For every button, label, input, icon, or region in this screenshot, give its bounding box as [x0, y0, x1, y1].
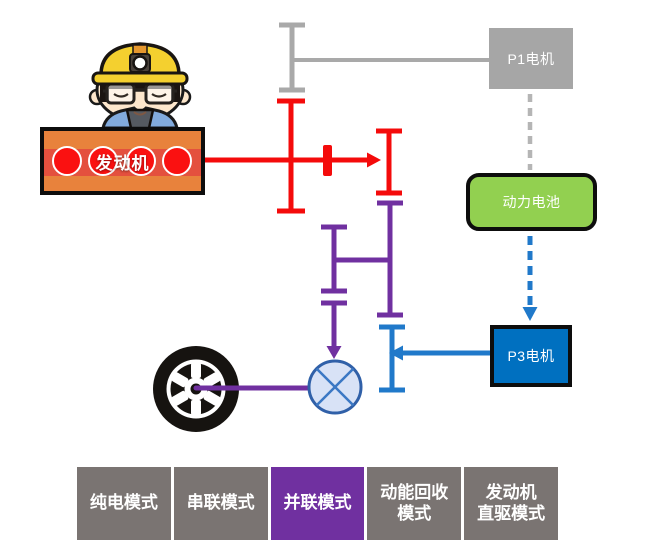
- engine-box: 发动机: [40, 127, 205, 195]
- blue-gear-shaft: [379, 324, 405, 393]
- engine-shaft-1: [277, 98, 305, 214]
- differential-icon: [307, 359, 363, 415]
- engine-power-line: [203, 145, 381, 176]
- p3-motor-label: P3电机: [507, 348, 555, 364]
- tab-energy-recovery-mode[interactable]: 动能回收 模式: [367, 467, 462, 540]
- p3-power-line: [389, 345, 490, 361]
- p1-motor-box: P1电机: [489, 28, 573, 89]
- p1-motor-label: P1电机: [507, 50, 555, 67]
- blue-left-arrowhead-icon: [389, 345, 403, 361]
- red-arrowhead-icon: [367, 152, 381, 168]
- mode-tab-bar: 纯电模式 串联模式 并联模式 动能回收 模式 发动机 直驱模式: [77, 467, 558, 540]
- cylinder-icon: [162, 146, 192, 176]
- p3-motor-box: P3电机: [490, 325, 572, 387]
- head-lamp-icon: [132, 55, 148, 71]
- blue-down-arrowhead-icon: [522, 307, 538, 321]
- cylinder-icon: [88, 146, 119, 176]
- engineer-avatar: [88, 42, 192, 130]
- cylinder-icon: [52, 146, 82, 176]
- cylinder-icon: [125, 146, 156, 176]
- engine-shaft-2: [376, 128, 402, 196]
- purple-gear-shaft-left: [321, 224, 390, 306]
- glasses-icon: [103, 82, 177, 105]
- tab-engine-direct-mode[interactable]: 发动机 直驱模式: [464, 467, 558, 540]
- tab-parallel-mode[interactable]: 并联模式: [270, 467, 365, 540]
- tab-series-mode[interactable]: 串联模式: [173, 467, 268, 540]
- gray-input-shaft: [279, 22, 490, 93]
- purple-output-arrow: [326, 303, 342, 359]
- engine-label: 发动机: [95, 153, 150, 173]
- purple-arrowhead-icon: [326, 346, 342, 359]
- tab-pure-electric-mode[interactable]: 纯电模式: [77, 467, 171, 540]
- hard-hat-icon: [91, 42, 189, 86]
- battery-label: 动力电池: [502, 194, 561, 210]
- battery-box: 动力电池: [466, 173, 597, 231]
- clutch-icon: [323, 145, 332, 176]
